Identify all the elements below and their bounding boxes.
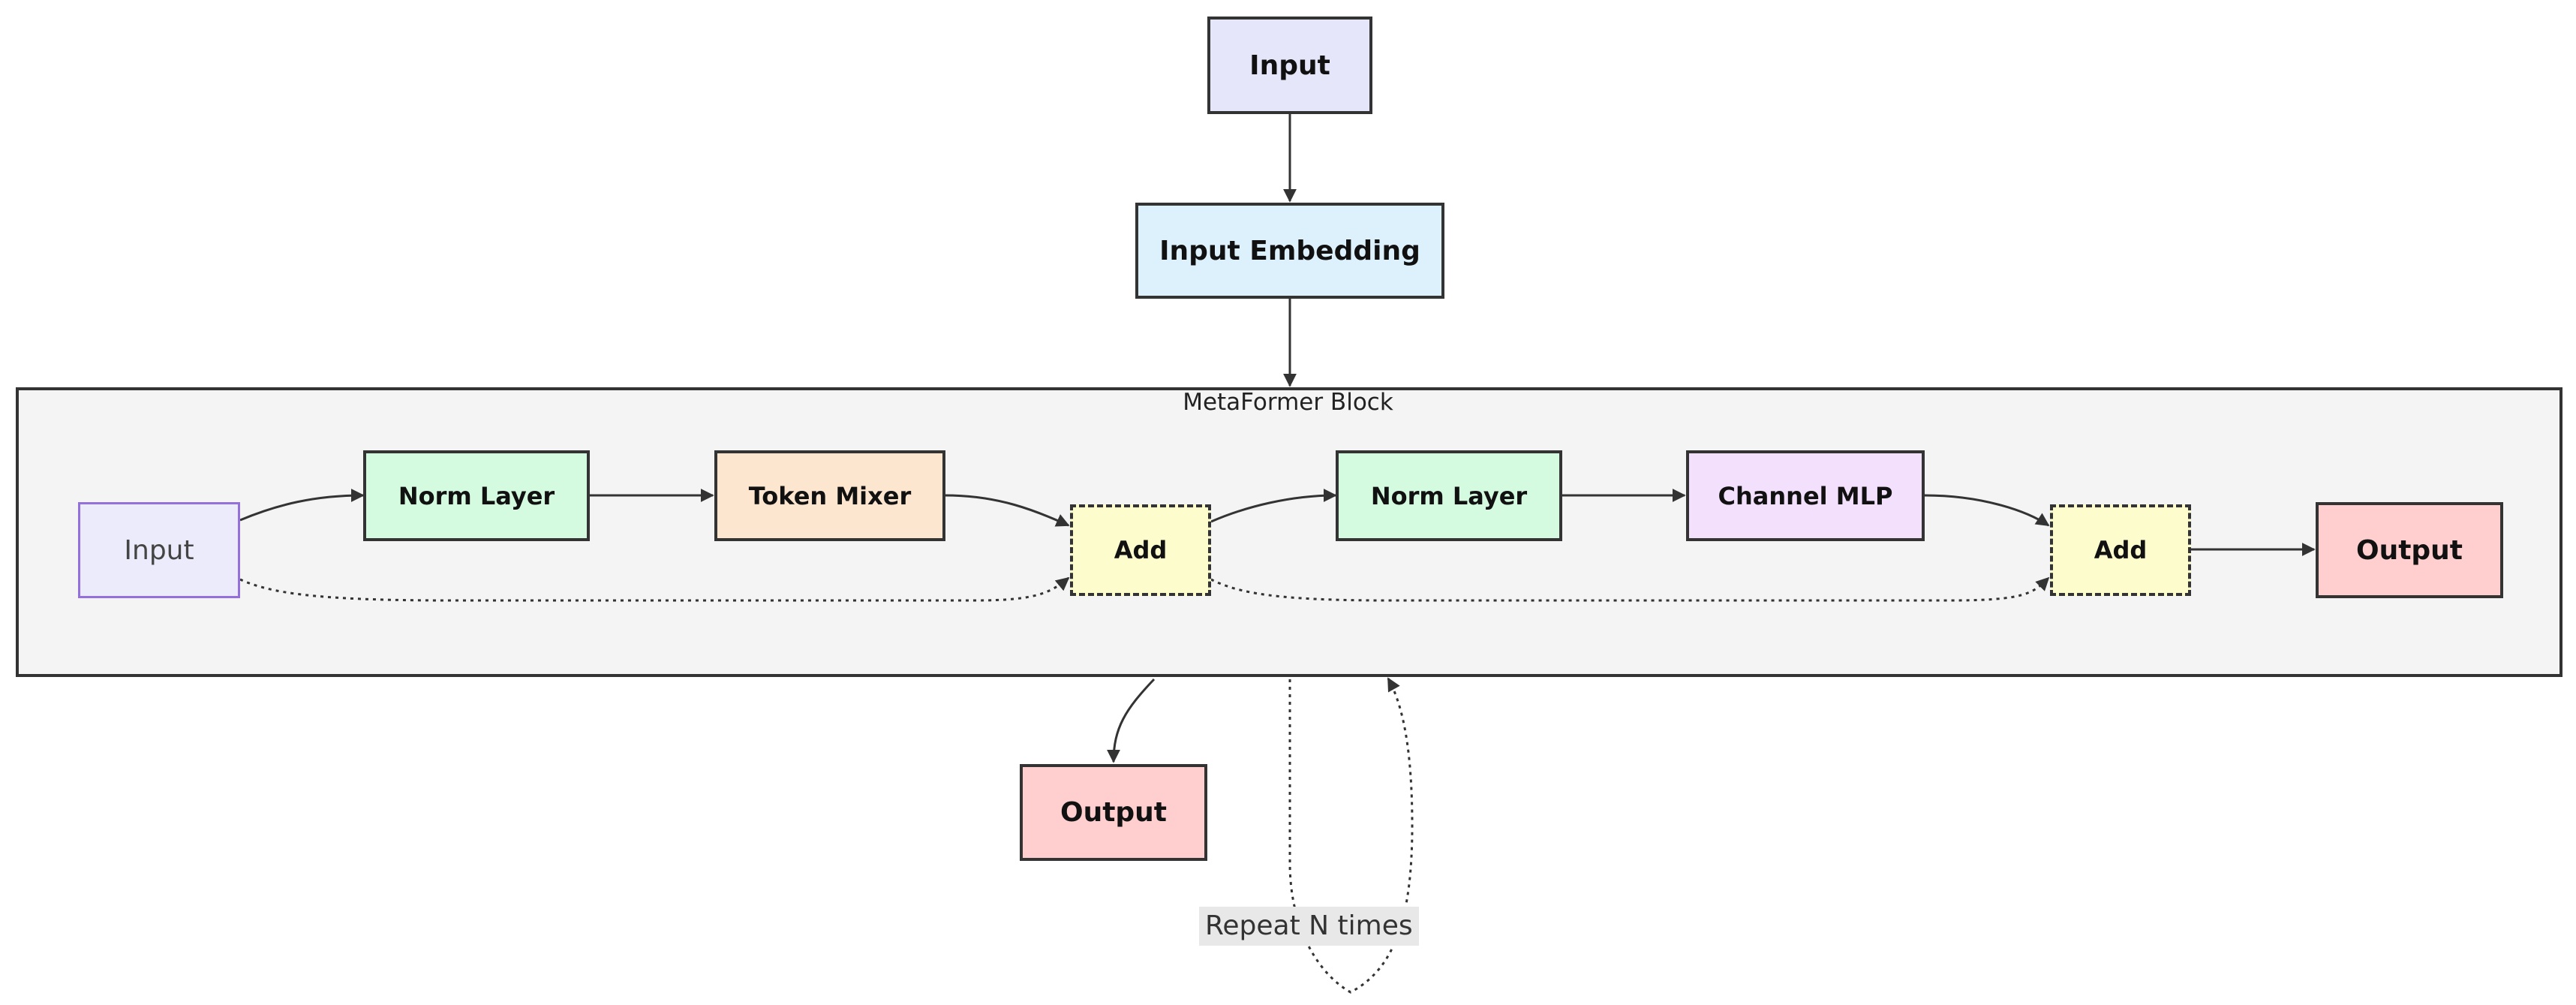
add-1-node: Add <box>1070 504 1211 596</box>
channel-mlp-node: Channel MLP <box>1686 450 1925 541</box>
edge-input-to-norm1 <box>239 489 365 522</box>
edge-mixer-to-add1 <box>945 494 1070 527</box>
input-node: Input <box>1207 17 1372 114</box>
block-output-node: Output <box>2316 502 2503 598</box>
block-input-node: Input <box>78 502 240 598</box>
token-mixer-node: Token Mixer <box>714 450 945 541</box>
edge-add1-skip-to-add2 <box>1210 576 2050 602</box>
add-2-node: Add <box>2050 504 2191 596</box>
norm-layer-2-node: Norm Layer <box>1336 450 1562 541</box>
input-embedding-node: Input Embedding <box>1135 203 1444 299</box>
edge-mlp-to-add2 <box>1924 494 2050 527</box>
repeat-edge-label: Repeat N times <box>1199 907 1419 946</box>
edge-input-skip-to-add1 <box>239 576 1070 602</box>
edge-block-to-output <box>1107 678 1156 763</box>
output-node: Output <box>1020 764 1207 861</box>
edge-add1-to-norm2 <box>1210 489 1337 523</box>
metaformer-block-title: MetaFormer Block <box>1183 389 1393 416</box>
norm-layer-1-node: Norm Layer <box>363 450 590 541</box>
